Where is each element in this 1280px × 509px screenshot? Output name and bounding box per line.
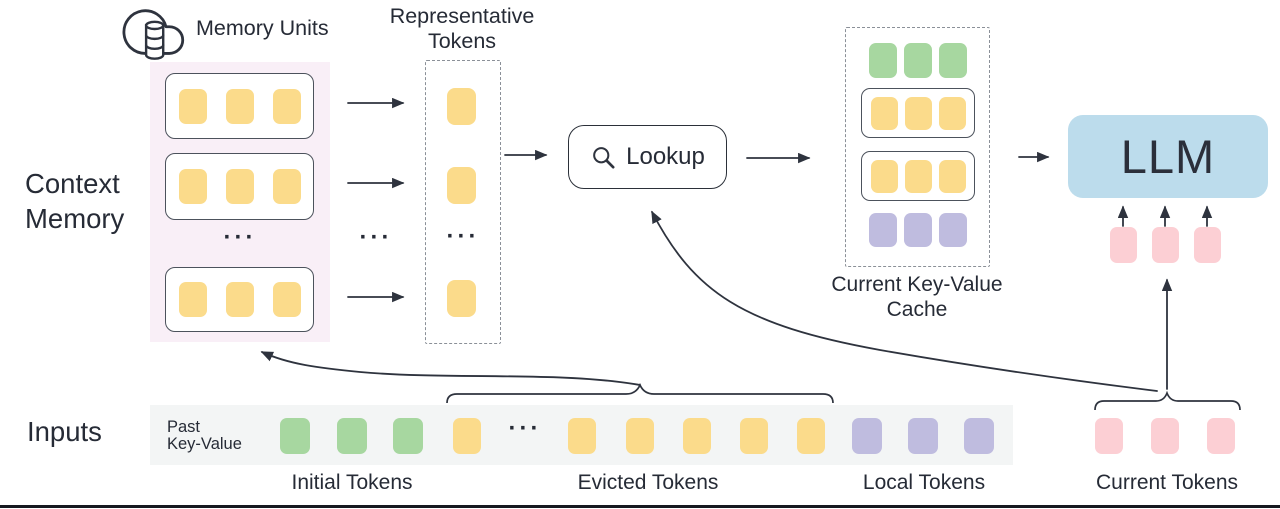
initial-token [280, 418, 310, 454]
evicted-token [740, 418, 768, 454]
cloud-database-icon [116, 0, 192, 62]
memory-token [272, 169, 301, 204]
cache-token-yellow [870, 159, 898, 193]
evicted-token [453, 418, 481, 454]
initial-tokens-label: Initial Tokens [291, 471, 413, 494]
evicted-tokens-brace [446, 382, 834, 404]
cache-token-green [868, 43, 897, 78]
cache-token-green [903, 43, 932, 78]
local-token [852, 418, 882, 454]
cache-token-yellow [870, 96, 898, 130]
lookup-box: Lookup [568, 125, 727, 189]
cache-initial-row [846, 43, 989, 78]
memory-token [272, 282, 301, 317]
memory-unit-row [165, 73, 314, 139]
bottom-rule [0, 505, 1280, 508]
memory-token [225, 169, 254, 204]
representative-token [447, 167, 476, 204]
cache-token-purple [938, 213, 967, 247]
llm-input-token [1152, 227, 1179, 263]
initial-token [393, 418, 423, 454]
memory-token [272, 88, 301, 124]
cache-token-yellow [938, 159, 966, 193]
cache-token-yellow [938, 96, 966, 130]
representative-ellipsis: ··· [446, 223, 480, 250]
cache-label-line2: Cache [886, 298, 948, 321]
cache-token-green [938, 43, 967, 78]
evicted-ellipsis: ··· [508, 415, 542, 442]
local-token [964, 418, 994, 454]
memory-token [178, 282, 207, 317]
cache-token-yellow [904, 159, 932, 193]
memory-unit-row [165, 267, 314, 332]
llm-input-token [1110, 227, 1137, 263]
representative-token [447, 280, 476, 317]
evicted-token [626, 418, 654, 454]
lookup-label: Lookup [626, 143, 705, 170]
evicted-token [797, 418, 825, 454]
past-kv-label-line1: Past [167, 418, 201, 436]
cache-memory-row [861, 151, 975, 201]
cache-token-yellow [904, 96, 932, 130]
memory-unit-row [165, 153, 314, 220]
arrow-evicted-to-context-memory [260, 351, 641, 386]
evicted-token [683, 418, 711, 454]
initial-token [337, 418, 367, 454]
cache-local-row [846, 213, 989, 247]
llm-box: LLM [1068, 115, 1268, 198]
cache-token-purple [868, 213, 897, 247]
llm-label: LLM [1120, 130, 1216, 183]
memory-token [225, 282, 254, 317]
local-token [908, 418, 938, 454]
representative-tokens-label-line2: Tokens [427, 29, 497, 53]
evicted-tokens-label: Evicted Tokens [577, 471, 719, 494]
current-tokens-brace [1094, 390, 1241, 411]
representative-tokens-label-line1: Representative [389, 4, 535, 28]
memory-units-label: Memory Units [196, 16, 329, 40]
between-ellipsis: ··· [359, 224, 393, 251]
representative-tokens-box: ··· [425, 60, 501, 344]
memory-token [178, 169, 207, 204]
cache-memory-row [861, 88, 975, 138]
current-token [1095, 418, 1123, 454]
inputs-label: Inputs [27, 416, 102, 447]
memory-rows-ellipsis: ··· [223, 224, 257, 251]
memory-token [178, 88, 207, 124]
evicted-token [568, 418, 596, 454]
cache-label-line1: Current Key-Value [831, 273, 1003, 296]
search-icon [590, 144, 617, 171]
context-memory-panel: ··· [150, 62, 330, 342]
memory-token [225, 88, 254, 124]
past-kv-label-line2: Key-Value [167, 434, 242, 453]
context-memory-label-line1: Context [25, 168, 120, 199]
local-tokens-label: Local Tokens [862, 471, 986, 494]
representative-token [447, 88, 476, 125]
context-memory-label-line2: Memory [25, 203, 125, 234]
current-token [1151, 418, 1179, 454]
cache-token-purple [903, 213, 932, 247]
current-token [1207, 418, 1235, 454]
current-kv-cache-box [845, 27, 990, 267]
current-tokens-label: Current Tokens [1095, 471, 1239, 494]
llm-input-token [1194, 227, 1221, 263]
